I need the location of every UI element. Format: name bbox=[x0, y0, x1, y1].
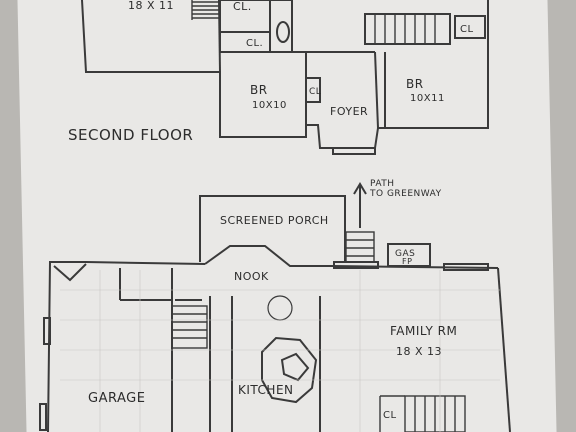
fireplace-sub-label: FP bbox=[402, 257, 412, 266]
family-room-dimensions: 18 X 13 bbox=[396, 345, 442, 358]
screened-porch-label: SCREENED PORCH bbox=[220, 214, 329, 227]
closet-label: CL. bbox=[246, 38, 263, 49]
path-annotation: PATH bbox=[370, 179, 395, 189]
fireplace-label: GAS bbox=[395, 249, 415, 259]
bedroom-dimensions: 10X10 bbox=[252, 100, 287, 111]
bedroom-label: BR bbox=[250, 83, 268, 97]
foyer-label: FOYER bbox=[330, 105, 368, 118]
closet-label: CL. bbox=[233, 0, 252, 13]
second-floor-title: SECOND FLOOR bbox=[68, 126, 193, 144]
first-floor-plan bbox=[39, 182, 511, 432]
grid-lines bbox=[60, 270, 500, 432]
room-18x11-dimensions: 18 X 11 bbox=[128, 0, 174, 12]
bedroom-label: BR bbox=[406, 77, 424, 91]
family-room-label: FAMILY RM bbox=[390, 324, 457, 338]
garage-label: GARAGE bbox=[88, 391, 145, 406]
bedroom-dimensions: 10X11 bbox=[410, 93, 445, 104]
nook-label: NOOK bbox=[234, 270, 269, 283]
closet-label: CL bbox=[309, 87, 321, 97]
closet-label: CL bbox=[383, 410, 397, 421]
second-floor-plan bbox=[81, 0, 489, 155]
path-annotation: TO GREENWAY bbox=[369, 189, 442, 199]
kitchen-label: KITCHEN bbox=[238, 383, 294, 397]
closet-label: CL bbox=[460, 24, 474, 35]
